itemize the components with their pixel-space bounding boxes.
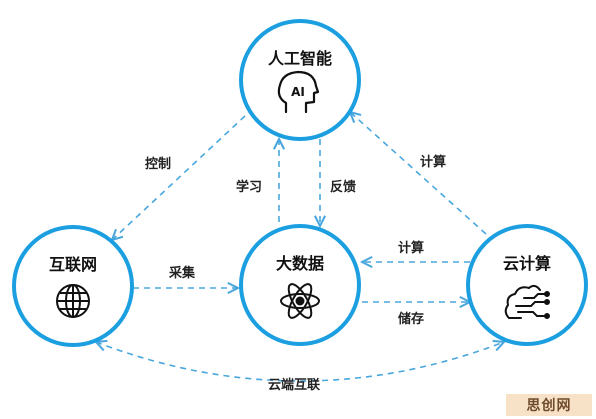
edge-label-cloud-interconnect: 云端互联 — [268, 378, 321, 393]
node-cloud-title: 云计算 — [502, 254, 551, 273]
svg-text:AI: AI — [291, 85, 305, 99]
node-ai-circle — [239, 19, 361, 141]
edge-label-feedback: 反馈 — [330, 180, 357, 195]
edge-label-compute-ai: 计算 — [420, 155, 447, 170]
edge-label-learn: 学习 — [236, 180, 263, 195]
edge-ai-to-internet — [112, 115, 246, 240]
cloud-circuit-icon — [504, 284, 550, 319]
atom-icon — [280, 283, 320, 319]
node-ai-title: 人工智能 — [267, 49, 332, 68]
edge-internet-cloud — [96, 342, 504, 382]
node-bigdata-title: 大数据 — [275, 254, 324, 273]
node-cloud-circle — [466, 224, 588, 346]
node-internet-title: 互联网 — [48, 255, 97, 274]
edge-label-collect: 采集 — [169, 266, 196, 281]
edge-label-storage: 储存 — [398, 312, 425, 327]
node-bigdata-circle — [239, 224, 361, 346]
edge-cloud-to-ai — [350, 112, 487, 235]
edge-label-control: 控制 — [145, 157, 172, 172]
globe-icon — [56, 284, 90, 318]
edge-label-compute-bigdata: 计算 — [398, 241, 425, 256]
ai-head-icon: AI — [277, 70, 320, 114]
watermark: 思创网 — [506, 394, 592, 416]
